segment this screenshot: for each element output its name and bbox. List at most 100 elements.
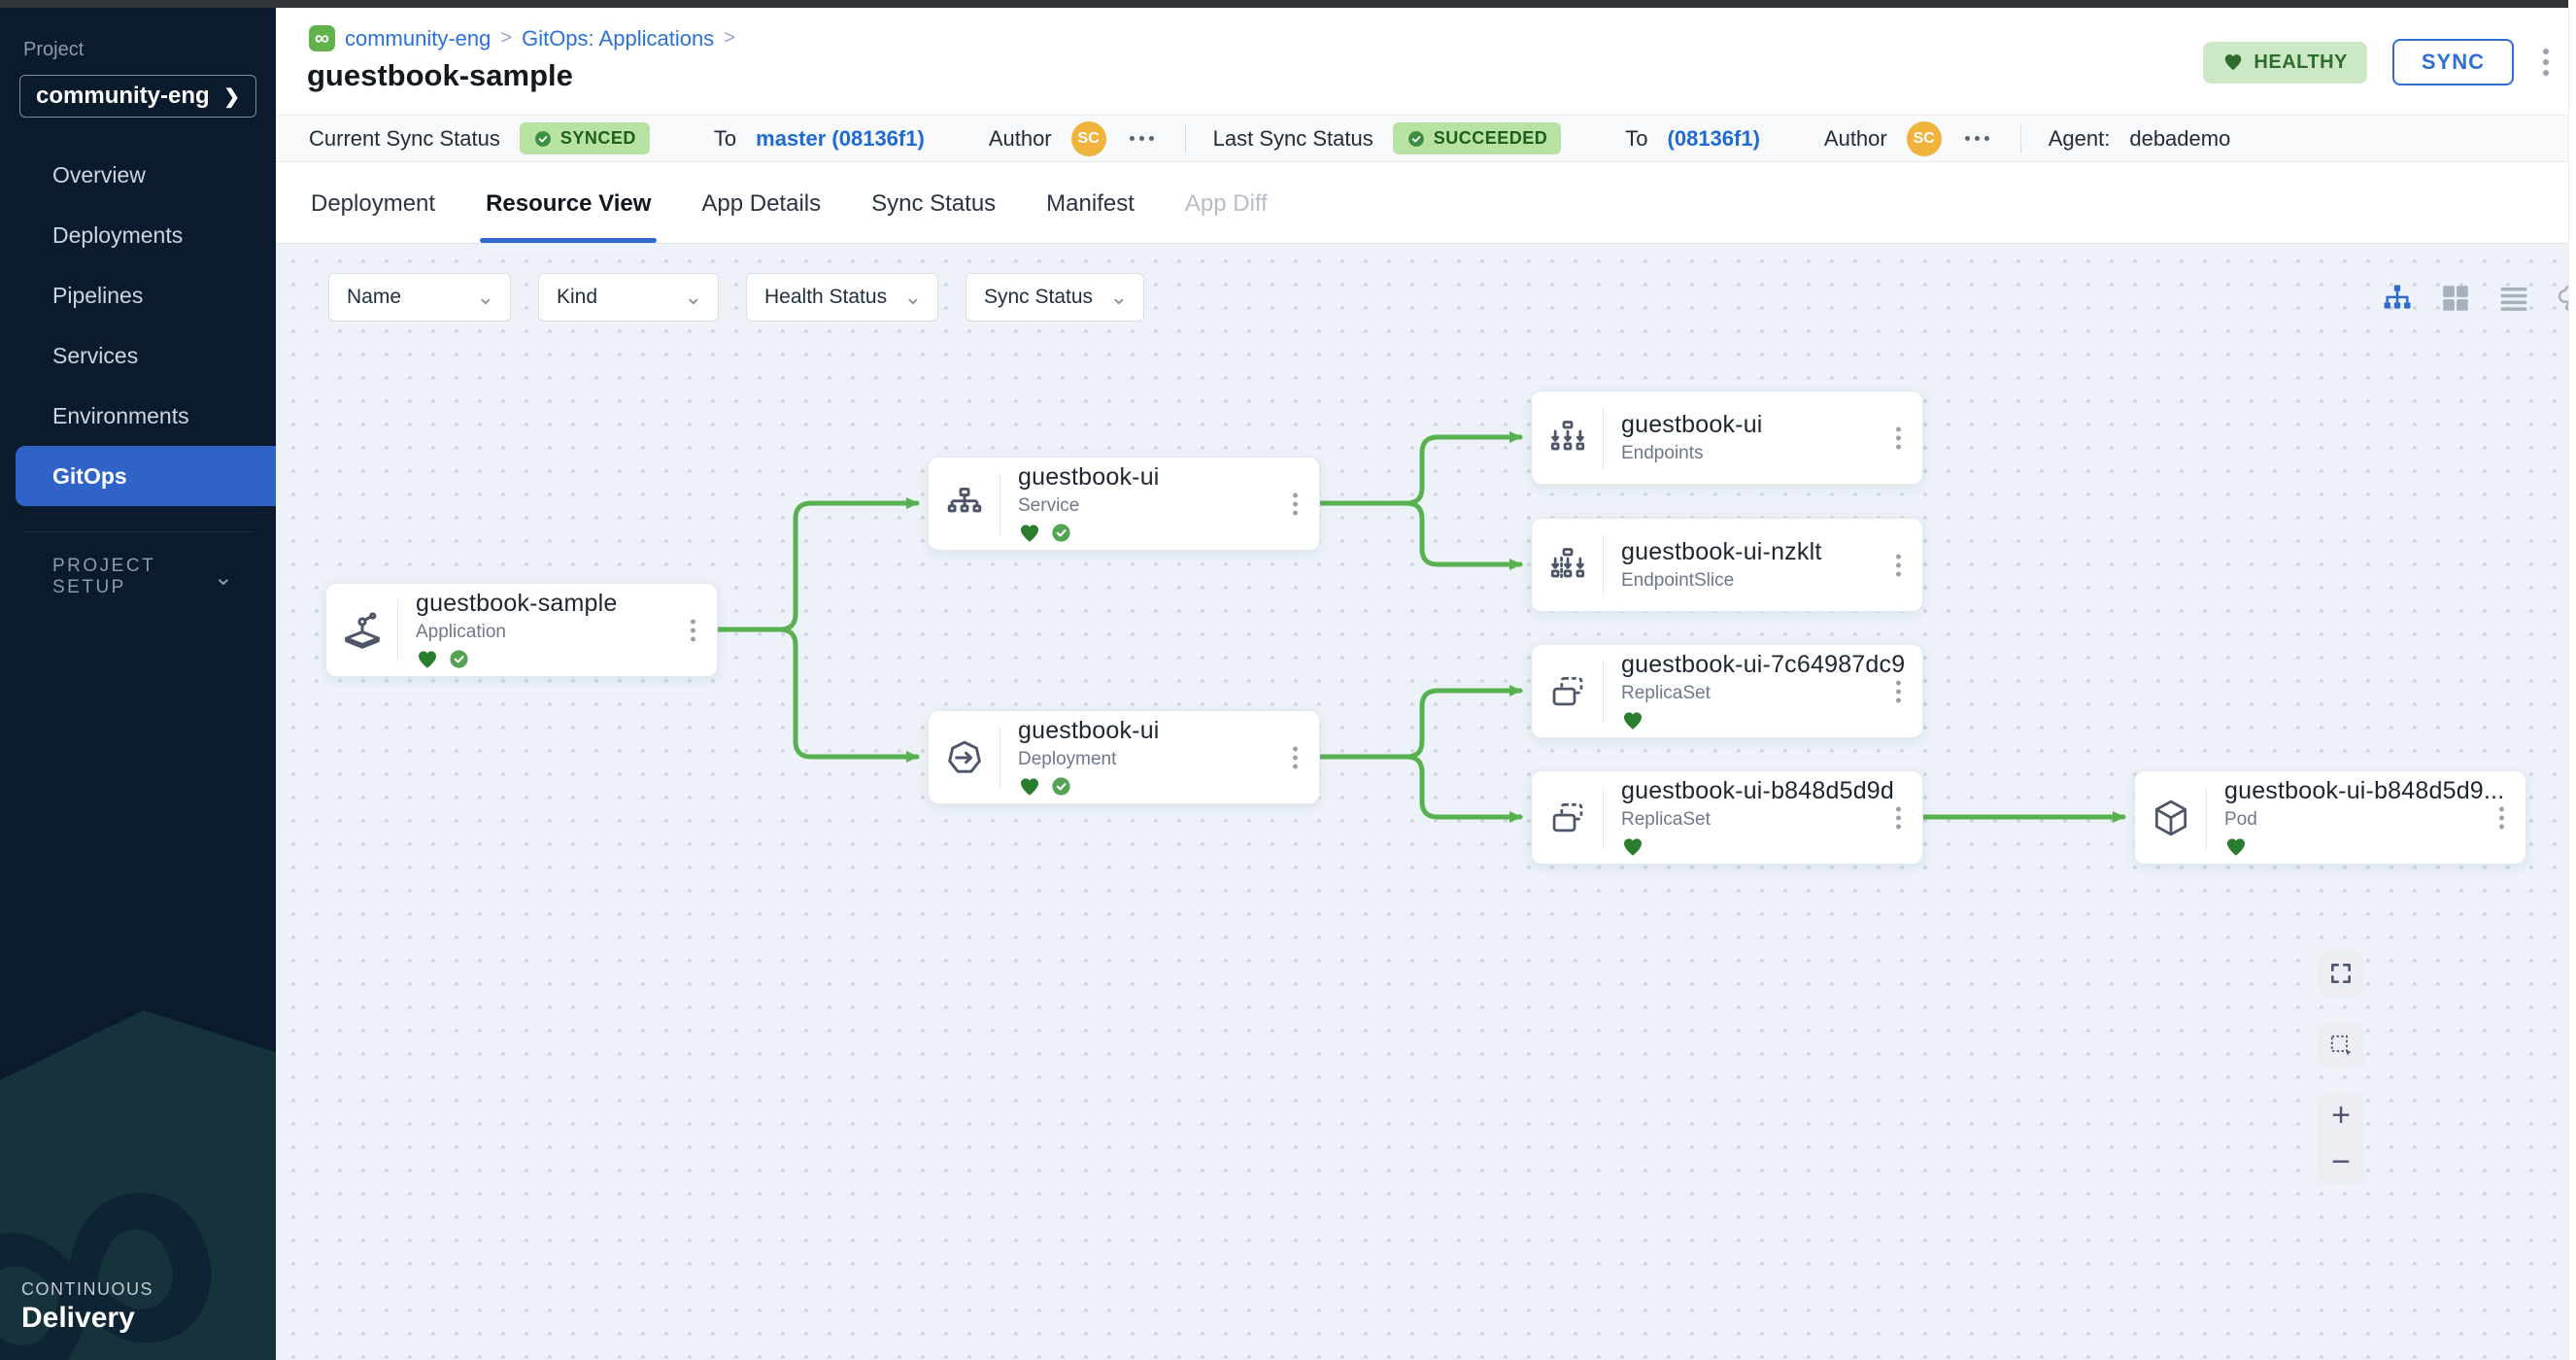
- tab-deployment[interactable]: Deployment: [311, 190, 435, 243]
- node-title: guestbook-ui: [1621, 411, 1922, 439]
- node-endpointslice[interactable]: guestbook-ui-nzklt EndpointSlice: [1531, 518, 1923, 612]
- app-menu-kebab-icon[interactable]: [2539, 45, 2553, 80]
- filter-name-select[interactable]: Name ⌄: [328, 273, 511, 322]
- synced-check-icon: [448, 648, 470, 670]
- node-title: guestbook-ui-7c64987dc9: [1621, 651, 1922, 679]
- breadcrumb-section-link[interactable]: GitOps: Applications: [522, 26, 714, 51]
- tab-manifest[interactable]: Manifest: [1046, 190, 1135, 243]
- zoom-out-button[interactable]: −: [2331, 1145, 2351, 1178]
- node-pod[interactable]: guestbook-ui-b848d5d9... Pod: [2134, 770, 2526, 865]
- chevron-down-icon: ⌄: [1110, 285, 1128, 310]
- node-menu-button[interactable]: [1289, 489, 1302, 519]
- node-menu-button[interactable]: [1892, 802, 1905, 833]
- node-endpoints[interactable]: guestbook-ui Endpoints: [1531, 391, 1923, 485]
- breadcrumb-project-link[interactable]: community-eng: [345, 26, 491, 51]
- filter-health-status-label: Health Status: [764, 286, 887, 309]
- sidebar-item-pipelines[interactable]: Pipelines: [0, 265, 276, 325]
- current-sync-badge: SYNCED: [520, 122, 650, 154]
- project-setup-label: PROJECT SETUP: [52, 556, 214, 598]
- healthy-heart-icon: [416, 648, 439, 671]
- last-to-label: To: [1625, 126, 1647, 152]
- sync-status-bar: Current Sync Status SYNCED To master (08…: [276, 115, 2576, 162]
- node-status: [1018, 522, 1319, 545]
- current-sync-target-link[interactable]: master (08136f1): [756, 126, 925, 152]
- sidebar-item-services[interactable]: Services: [0, 325, 276, 386]
- node-replicaset-b848d5d9d[interactable]: guestbook-ui-b848d5d9d ReplicaSet: [1531, 770, 1923, 865]
- sidebar-item-deployments[interactable]: Deployments: [0, 205, 276, 265]
- endpointslice-icon: [1532, 534, 1604, 596]
- tree-view-icon[interactable]: [2380, 281, 2415, 316]
- view-mode-toolbar: [2380, 281, 2576, 316]
- node-title: guestbook-ui-nzklt: [1621, 538, 1922, 566]
- node-status: [1621, 835, 1922, 859]
- filter-health-status-select[interactable]: Health Status ⌄: [746, 273, 938, 322]
- tab-bar: Deployment Resource View App Details Syn…: [276, 162, 2576, 244]
- node-menu-button[interactable]: [1892, 676, 1905, 706]
- node-status: [2224, 835, 2525, 859]
- filter-sync-status-select[interactable]: Sync Status ⌄: [966, 273, 1144, 322]
- current-author-avatar[interactable]: SC: [1071, 121, 1106, 156]
- service-icon: [929, 473, 1000, 535]
- node-service[interactable]: guestbook-ui Service: [928, 457, 1320, 551]
- node-menu-button[interactable]: [1892, 423, 1905, 453]
- module-branding: CONTINUOUS Delivery: [21, 1279, 153, 1335]
- chevron-down-icon: ⌄: [214, 563, 233, 592]
- node-menu-button[interactable]: [2495, 802, 2508, 833]
- pod-icon: [2135, 787, 2207, 849]
- healthy-heart-icon: [1621, 835, 1644, 859]
- endpoints-icon: [1532, 407, 1604, 469]
- node-kind: Deployment: [1018, 749, 1319, 770]
- last-sync-target-link[interactable]: (08136f1): [1668, 126, 1760, 152]
- page-header: ∞ community-eng > GitOps: Applications >…: [276, 8, 2576, 115]
- node-menu-button[interactable]: [1289, 742, 1302, 772]
- fullscreen-button[interactable]: [2318, 950, 2364, 997]
- project-setup-toggle[interactable]: PROJECT SETUP ⌄: [0, 532, 276, 598]
- node-title: guestbook-ui: [1018, 717, 1319, 745]
- last-author-avatar[interactable]: SC: [1907, 121, 1942, 156]
- check-circle-icon: [533, 129, 553, 149]
- synced-check-icon: [1050, 522, 1072, 544]
- chevron-down-icon: ⌄: [904, 285, 922, 310]
- sidebar-item-overview[interactable]: Overview: [0, 145, 276, 205]
- health-badge-label: HEALTHY: [2254, 51, 2347, 74]
- node-menu-button[interactable]: [687, 615, 699, 645]
- sidebar-item-environments[interactable]: Environments: [0, 386, 276, 446]
- node-title: guestbook-ui-b848d5d9d: [1621, 777, 1922, 805]
- current-sync-badge-label: SYNCED: [560, 128, 636, 149]
- node-status: [1621, 709, 1922, 732]
- node-kind: Service: [1018, 495, 1319, 517]
- tab-resource-view[interactable]: Resource View: [486, 190, 651, 243]
- node-kind: ReplicaSet: [1621, 683, 1922, 704]
- node-replicaset-7c64987dc9[interactable]: guestbook-ui-7c64987dc9 ReplicaSet: [1531, 644, 1923, 738]
- filter-kind-select[interactable]: Kind ⌄: [538, 273, 719, 322]
- chevron-down-icon: ⌄: [685, 285, 702, 310]
- scrollbar-gutter[interactable]: [2568, 0, 2576, 1360]
- node-deployment[interactable]: guestbook-ui Deployment: [928, 710, 1320, 804]
- node-menu-button[interactable]: [1892, 550, 1905, 580]
- node-kind: Application: [416, 622, 717, 643]
- node-status: [416, 648, 717, 671]
- last-sync-badge-label: SUCCEEDED: [1434, 128, 1548, 149]
- healthy-heart-icon: [2224, 835, 2248, 859]
- project-selector[interactable]: community-eng ❯: [19, 75, 256, 118]
- zoom-controls: + −: [2318, 1092, 2364, 1185]
- tab-app-details[interactable]: App Details: [701, 190, 821, 243]
- healthy-heart-icon: [1621, 709, 1644, 732]
- sidebar-item-gitops[interactable]: GitOps: [16, 446, 276, 506]
- grid-view-icon[interactable]: [2438, 281, 2473, 316]
- resource-graph-canvas[interactable]: Name ⌄ Kind ⌄ Health Status ⌄ Sync Statu…: [276, 244, 2576, 1360]
- last-more-options-icon[interactable]: [1961, 132, 1993, 145]
- list-view-icon[interactable]: [2496, 281, 2531, 316]
- zoom-in-button[interactable]: +: [2331, 1099, 2351, 1132]
- selection-mode-button[interactable]: [2318, 1022, 2364, 1069]
- current-to-label: To: [714, 126, 736, 152]
- node-status: [1018, 775, 1319, 799]
- node-kind: Pod: [2224, 809, 2525, 831]
- breadcrumb-separator: >: [724, 27, 735, 50]
- sync-button[interactable]: SYNC: [2392, 39, 2514, 85]
- tab-sync-status[interactable]: Sync Status: [871, 190, 996, 243]
- current-more-options-icon[interactable]: [1126, 132, 1158, 145]
- statusbar-divider: [2020, 124, 2021, 153]
- node-application[interactable]: guestbook-sample Application: [325, 583, 718, 677]
- chevron-down-icon: ⌄: [477, 285, 494, 310]
